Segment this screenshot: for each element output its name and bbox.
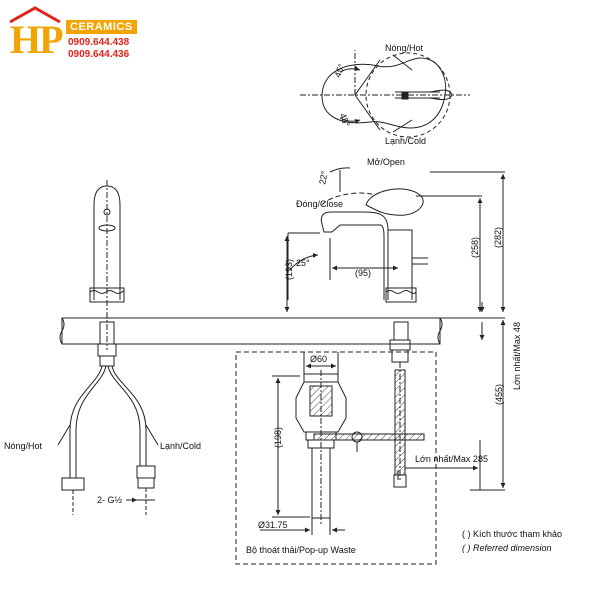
top-view-angle-hot: 45°	[333, 62, 347, 79]
top-view	[300, 50, 470, 138]
side-view-dim-193: (193)	[284, 259, 294, 280]
top-view-angle-cold: 45°	[338, 112, 352, 129]
popup-waste-rod	[313, 433, 425, 441]
popup-waste-caption: Bộ thoát thải/Pop-up Waste	[246, 545, 356, 555]
side-view-angle-spout: 25°	[296, 258, 310, 268]
side-view-dim-reach: (95)	[355, 268, 371, 278]
side-view-max285: Lớn nhất/Max 285	[415, 454, 488, 464]
brand-logo: HP CERAMICS 0909.644.438 0909.644.436	[6, 6, 156, 62]
side-view-max48: Lớn nhất/Max 48	[512, 322, 522, 390]
front-view-hot-hose	[69, 365, 103, 478]
side-view	[284, 167, 506, 491]
popup-waste-dia-bottom: Ø31.75	[258, 520, 288, 530]
logo-phone-2: 0909.644.436	[68, 49, 130, 60]
popup-waste	[235, 351, 437, 565]
logo-brand: CERAMICS	[66, 20, 137, 34]
side-view-dim-258: (258)	[470, 237, 480, 258]
side-view-spout	[320, 211, 389, 300]
popup-waste-height: (198)	[273, 427, 283, 448]
countertop	[59, 317, 505, 345]
logo-phone-1: 0909.644.438	[68, 37, 130, 48]
front-view-thread-label: 2- G½	[97, 495, 123, 505]
side-view-dim-455: (455)	[494, 384, 504, 405]
top-view-cold-label: Lạnh/Cold	[385, 136, 426, 146]
front-view-hot-label: Nóng/Hot	[4, 441, 43, 451]
side-view-close-label: Đóng/Close	[296, 199, 343, 209]
note-line-2: ( ) Referred dimension	[462, 543, 552, 553]
side-view-handle	[365, 188, 424, 216]
top-view-hot-label: Nóng/Hot	[385, 43, 424, 53]
side-view-dim-282: (282)	[493, 227, 503, 248]
popup-waste-dia-top: Ø60	[310, 354, 327, 364]
popup-waste-frame	[235, 351, 437, 565]
side-view-angle-open: 22°	[317, 170, 329, 186]
side-view-open-label: Mở/Open	[367, 157, 405, 167]
house-roof-icon	[9, 6, 61, 24]
note-line-1: ( ) Kích thước tham khảo	[462, 529, 562, 539]
logo-letters: HP	[10, 17, 64, 62]
front-view-cold-label: Lạnh/Cold	[160, 441, 201, 451]
front-view-cold-hose	[111, 365, 147, 466]
front-view	[57, 180, 159, 515]
